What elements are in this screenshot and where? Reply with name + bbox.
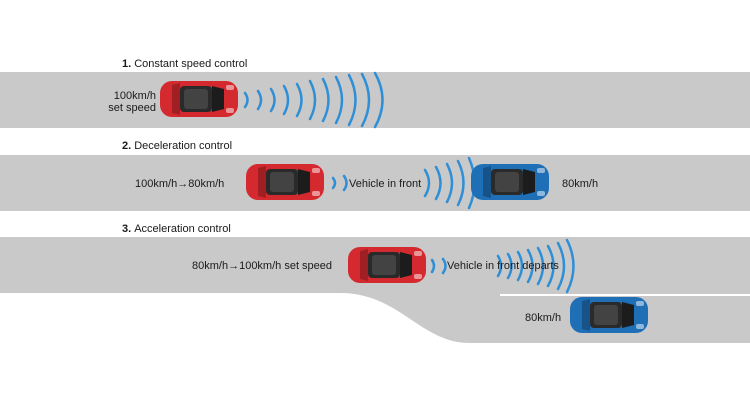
section-2-vehicle-label: Vehicle in front [349,178,422,190]
blue-car-icon [471,164,549,200]
red-car-icon [348,247,426,283]
radar-wave-icon [243,71,384,129]
section-3-vehicle-label: Vehicle in front departs [447,260,559,272]
section-1-speed-label: 100km/h set speed [108,90,156,114]
section-2-heading: 2.Deceleration control [122,140,233,152]
red-car-icon [246,164,324,200]
section-2-speed-change: 100km/h→80km/h [135,178,225,190]
radar-wave-icon [331,156,476,210]
section-1-heading: 1.Constant speed control [122,58,248,70]
section-3-heading: 3.Acceleration control [122,223,231,235]
section-3-speed-change: 80km/h→100km/h set speed [192,260,333,272]
radar-wave-icon [430,238,575,294]
section-3-front-speed: 80km/h [525,312,562,324]
right-arrow-icon: → [228,260,240,272]
right-arrow-icon: → [177,178,189,190]
red-car-icon [160,81,238,117]
road-1 [0,72,750,128]
section-2-front-speed: 80km/h [562,178,599,190]
road-3 [0,237,750,343]
blue-car-icon [570,297,648,333]
road-2 [0,155,750,211]
